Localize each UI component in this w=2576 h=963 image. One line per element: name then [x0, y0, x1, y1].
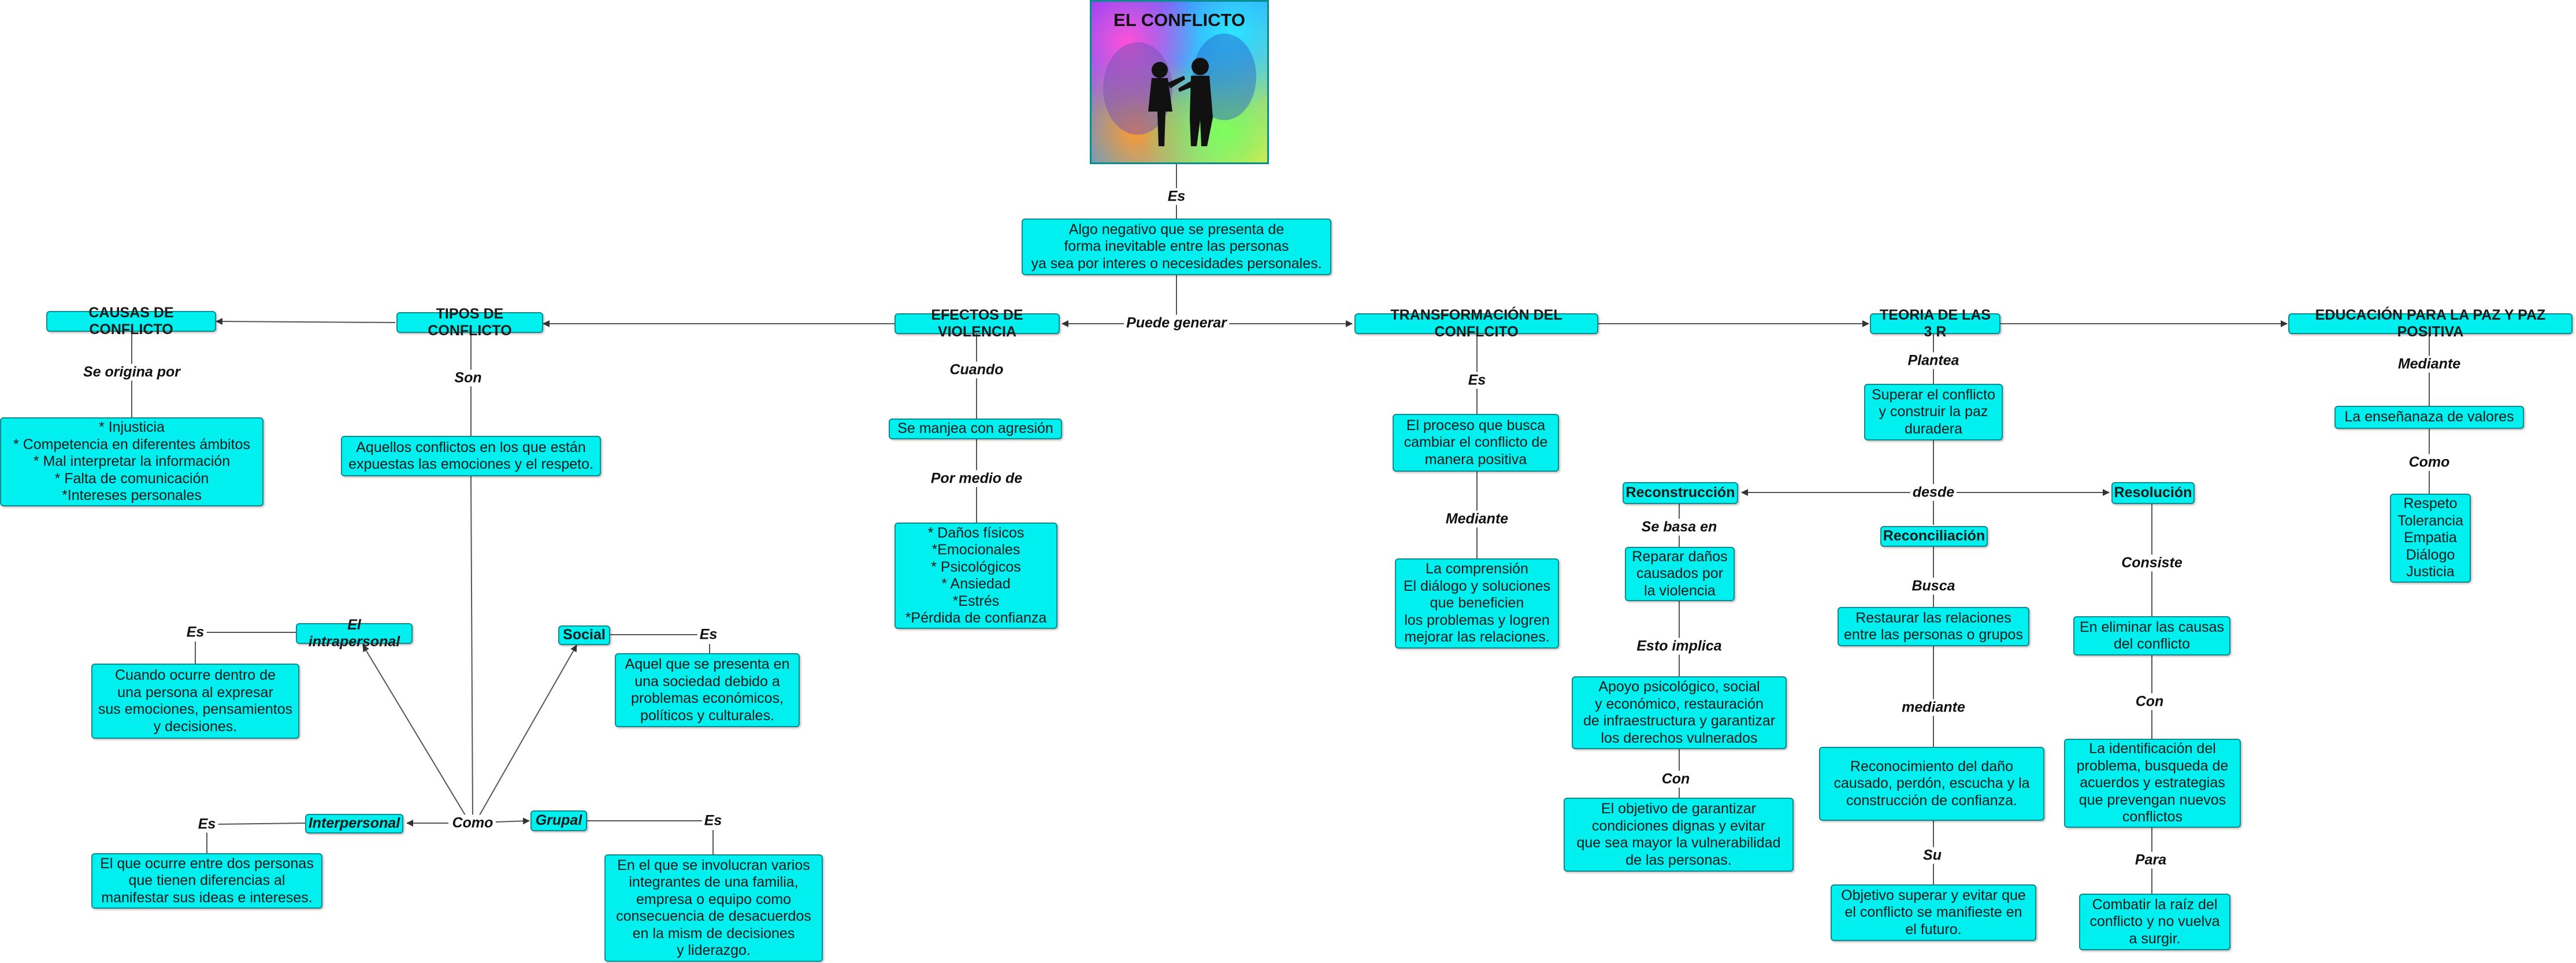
interpersonal-desc-node: El que ocurre entre dos personas que tie… — [91, 853, 322, 909]
label-esto-implica: Esto implica — [1634, 638, 1724, 655]
label-cuando: Cuando — [947, 361, 1006, 379]
label-se-origina-por: Se origina por — [80, 364, 183, 381]
label-plantea: Plantea — [1905, 352, 1962, 369]
page-title: EL CONFLICTO — [1113, 10, 1245, 30]
label-mediante-educacion: Mediante — [2395, 355, 2463, 373]
label-consiste: Consiste — [2119, 554, 2185, 572]
reconciliacion-node: Reconciliación — [1880, 526, 1988, 547]
teoria-node: TEORIA DE LAS 3 R — [1870, 307, 2000, 340]
objetivo-superar-node: Objetivo superar y evitar que el conflic… — [1831, 884, 2036, 941]
label-es-top: Es — [1165, 188, 1188, 205]
social-node: Social — [558, 625, 610, 645]
label-puede-generar: Puede generar — [1124, 314, 1229, 332]
apoyo-node: Apoyo psicológico, social y económico, r… — [1572, 676, 1787, 749]
tipos-node: TIPOS DE CONFLICTO — [396, 306, 543, 339]
label-para: Para — [2132, 851, 2169, 869]
title-image: EL CONFLICTO — [1090, 0, 1269, 164]
interpersonal-node: Interpersonal — [305, 814, 403, 834]
label-es-transformacion: Es — [1465, 372, 1489, 389]
eliminar-node: En eliminar las causas del conflicto — [2073, 616, 2230, 655]
danos-node: * Daños físicos *Emocionales * Psicológi… — [894, 523, 1057, 629]
intrapersonal-desc-node: Cuando ocurre dentro de una persona al e… — [91, 664, 299, 739]
label-es-interpersonal: Es — [195, 816, 218, 833]
definition-node: Algo negativo que se presenta de forma i… — [1022, 218, 1331, 275]
label-su: Su — [1921, 847, 1944, 864]
causas-list-node: * Injusticia * Competencia en diferentes… — [0, 417, 263, 506]
reconstruccion-node: Reconstrucción — [1623, 482, 1738, 504]
agresion-node: Se manjea con agresión — [889, 418, 1062, 439]
reparar-node: Reparar daños causados por la violencia — [1625, 547, 1735, 601]
label-mediante-transformacion: Mediante — [1443, 510, 1511, 528]
efectos-node: EFECTOS DE VIOLENCIA — [894, 307, 1060, 340]
social-desc-node: Aquel que se presenta en una sociedad de… — [615, 653, 800, 727]
label-busca: Busca — [1909, 577, 1958, 595]
transformacion-node: TRANSFORMACIÓN DEL CONFLCITO — [1354, 307, 1598, 340]
label-es-grupal: Es — [701, 812, 725, 829]
label-es-social: Es — [697, 626, 720, 643]
resolucion-node: Resolución — [2111, 482, 2195, 504]
reconocimiento-node: Reconocimiento del daño causado, perdón,… — [1819, 747, 2044, 821]
causas-node: CAUSAS DE CONFLICTO — [46, 305, 216, 338]
tipos-desc-node: Aquellos conflictos en los que están exp… — [341, 436, 601, 476]
grupal-desc-node: En el que se involucran varios integrant… — [604, 854, 823, 962]
valores-node: Respeto Tolerancia Empatia Diálogo Justi… — [2390, 494, 2471, 583]
educacion-node: EDUCACIÓN PARA LA PAZ Y PAZ POSITIVA — [2288, 307, 2573, 340]
label-por-medio-de: Por medio de — [928, 470, 1025, 487]
ensenanza-node: La enseñanaza de valores — [2334, 406, 2524, 429]
label-con-resolucion: Con — [2133, 693, 2166, 710]
label-se-basa-en: Se basa en — [1639, 518, 1720, 536]
label-mediante-reconciliacion: mediante — [1899, 699, 1968, 716]
identificacion-node: La identificación del problema, busqueda… — [2064, 739, 2241, 828]
label-como-educacion: Como — [2406, 454, 2452, 471]
label-son: Son — [452, 369, 484, 387]
objetivo-garantizar-node: El objetivo de garantizar condiciones di… — [1564, 798, 1794, 872]
superar-node: Superar el conflicto y construir la paz … — [1864, 384, 2003, 440]
label-con-reconstruccion: Con — [1659, 771, 1692, 788]
comprension-node: La comprensión El diálogo y soluciones q… — [1395, 558, 1559, 649]
combatir-node: Combatir la raíz del conflicto y no vuel… — [2079, 894, 2230, 950]
label-como-tipos: Como — [450, 814, 496, 832]
proceso-node: El proceso que busca cambiar el conflict… — [1393, 414, 1559, 472]
label-es-intrapersonal: Es — [184, 624, 207, 641]
label-desde: desde — [1910, 484, 1957, 501]
restaurar-node: Restaurar las relaciones entre las perso… — [1838, 607, 2029, 646]
intrapersonal-node: El intrapersonal — [296, 617, 413, 650]
grupal-node: Grupal — [530, 810, 587, 831]
silhouette-figures-illustration — [1103, 34, 1256, 146]
